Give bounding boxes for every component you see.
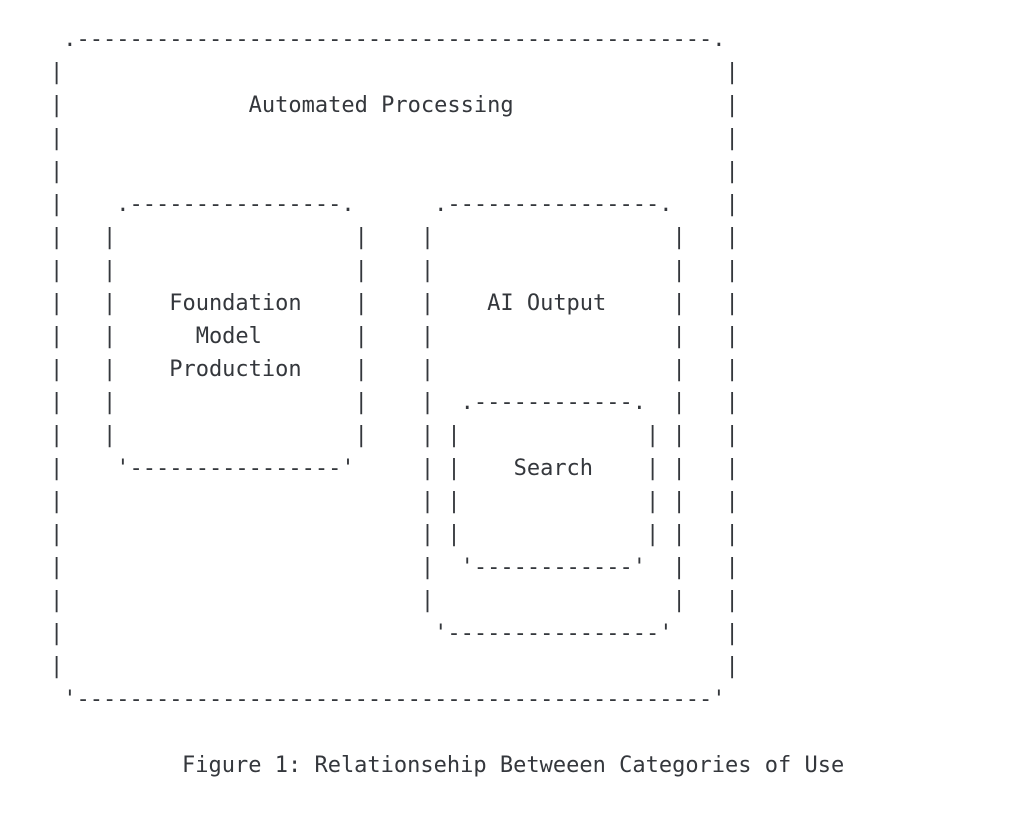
ascii-diagram: .---------------------------------------… bbox=[50, 27, 739, 712]
figure-caption: Figure 1: Relationsehip Betweeen Categor… bbox=[182, 753, 845, 778]
figure-1: .---------------------------------------… bbox=[50, 23, 844, 782]
